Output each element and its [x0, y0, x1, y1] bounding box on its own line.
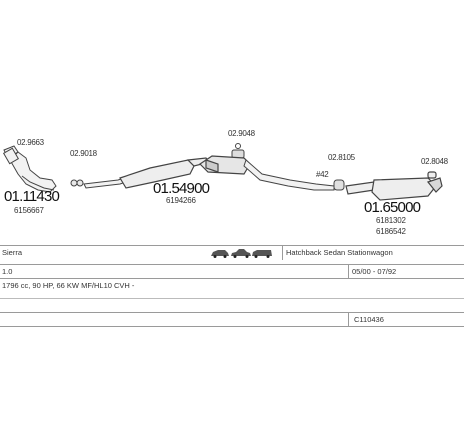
part-label-02-9018: 02.9018 — [70, 149, 98, 158]
engine-size: 1.0 — [2, 267, 13, 276]
col-divider — [282, 246, 283, 260]
code-6186542: 6186542 — [376, 227, 406, 236]
part-label-02-9048: 02.9048 — [228, 129, 256, 138]
clamp-part-2 — [333, 179, 345, 191]
rear-silencer-part — [345, 171, 443, 201]
body-type-icons — [211, 249, 272, 258]
part-label-42: #42 — [316, 170, 329, 179]
part-label-02-8048: 02.8048 — [421, 157, 449, 166]
info-row-engine-years: 1.0 05/00 - 07/92 — [0, 264, 464, 279]
info-row-model: Sierra Hatchback Sedan Stationwagon — [0, 245, 464, 260]
sedan-icon — [231, 249, 251, 258]
model-name: Sierra — [2, 248, 23, 257]
rear-pipe-part — [243, 159, 335, 191]
hanger-part-1 — [231, 143, 245, 159]
engine-spec: 1796 cc, 90 HP, 66 KW MF/HL10 CVH - — [2, 281, 135, 290]
part-label-02-8105: 02.8105 — [328, 153, 356, 162]
code-6194266: 6194266 — [166, 196, 196, 205]
production-years: 05/00 - 07/92 — [352, 267, 397, 276]
body-types-text: Hatchback Sedan Stationwagon — [286, 248, 393, 257]
clamp-part-1 — [70, 179, 84, 187]
part-number-01-54900: 01.54900 — [153, 180, 210, 197]
info-row-engine-spec: 1796 cc, 90 HP, 66 KW MF/HL10 CVH - — [0, 278, 464, 293]
exhaust-diagram: 02.9663 02.9018 02.9048 02.8105 02.8048 … — [2, 129, 449, 236]
part-number-01-11430: 01.11430 — [4, 188, 60, 205]
reference-number: C110436 — [354, 315, 384, 324]
col-divider — [348, 313, 349, 327]
info-row-bottom — [0, 326, 464, 341]
col-divider — [348, 265, 349, 279]
hatchback-icon — [211, 250, 229, 258]
stationwagon-icon — [252, 250, 272, 258]
middle-silencer-part — [119, 157, 212, 189]
code-6181302: 6181302 — [376, 216, 406, 225]
info-row-reference: C110436 — [0, 312, 464, 327]
front-pipe-part — [2, 145, 57, 193]
resonator-part — [199, 155, 251, 175]
info-row-spacer — [0, 298, 464, 313]
code-6156667: 6156667 — [14, 206, 44, 215]
part-number-01-65000: 01.65000 — [364, 199, 421, 216]
part-label-02-9663: 02.9663 — [17, 138, 45, 147]
